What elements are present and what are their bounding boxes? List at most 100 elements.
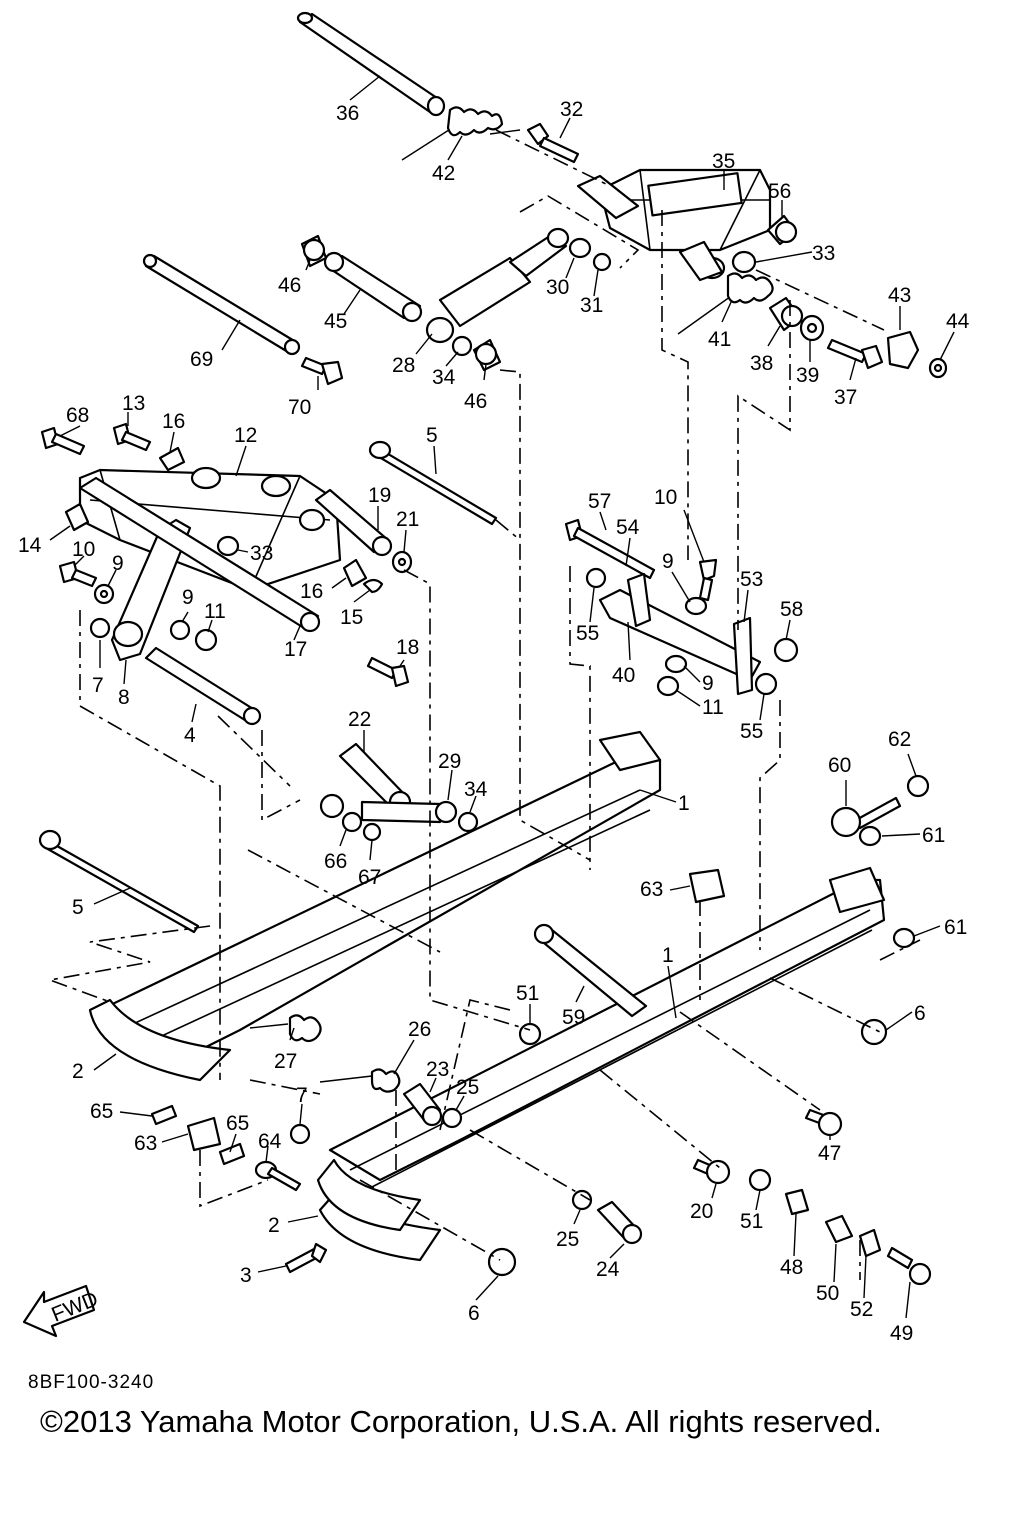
callout-3: 3 [240, 1264, 252, 1287]
washer-55-top [585, 567, 607, 589]
callout-63-top: 63 [640, 878, 663, 901]
callout-53: 53 [740, 568, 763, 591]
bolt-20 [692, 1158, 731, 1185]
washer-61-bottom [892, 927, 916, 949]
callout-40: 40 [612, 664, 635, 687]
callout-2-bottom: 2 [268, 1214, 280, 1237]
callout-33-top: 33 [812, 242, 835, 265]
slider-63-bottom [186, 1116, 222, 1152]
shaft-4 [144, 646, 262, 726]
rail-lower-left [88, 998, 232, 1082]
callout-10-left: 10 [72, 538, 95, 561]
callout-45: 45 [324, 310, 347, 333]
shock-absorber [425, 227, 570, 344]
plate-65-right [218, 1142, 246, 1166]
nut-6-bottom [487, 1247, 517, 1277]
callout-62: 62 [888, 728, 911, 751]
callout-25-top: 25 [456, 1076, 479, 1099]
collar-50 [824, 1214, 854, 1244]
rod-5-lower [38, 829, 200, 934]
callout-30: 30 [546, 276, 569, 299]
bracket-16-right [342, 558, 368, 588]
shaft-17 [78, 476, 321, 633]
bolt-60 [830, 796, 902, 838]
callout-58: 58 [780, 598, 803, 621]
callout-51-left: 51 [516, 982, 539, 1005]
callout-25-bottom: 25 [556, 1228, 579, 1251]
callout-11-right: 11 [702, 696, 724, 719]
washer-9-mid [169, 619, 191, 641]
callout-44: 44 [946, 310, 970, 333]
collar-23 [402, 1082, 443, 1127]
callout-21: 21 [396, 508, 419, 531]
bolt-64 [254, 1160, 302, 1192]
shaft-45 [323, 251, 423, 323]
callout-65-right: 65 [226, 1112, 249, 1135]
callout-54: 54 [616, 516, 640, 539]
part-code: 8BF100-3240 [28, 1372, 155, 1393]
spring-41 [677, 272, 774, 335]
callout-15: 15 [340, 606, 363, 629]
callout-55-top: 55 [576, 622, 599, 645]
callout-13: 13 [122, 392, 145, 415]
shaft-29 [360, 800, 458, 824]
callout-50: 50 [816, 1282, 839, 1305]
callout-56: 56 [768, 180, 791, 203]
washer-9-left [93, 583, 115, 605]
callout-7-low: 7 [296, 1084, 308, 1107]
callout-34-top: 34 [432, 366, 456, 389]
shaft-36 [296, 11, 446, 117]
callout-11-left: 11 [204, 600, 226, 623]
plate-52 [858, 1228, 882, 1258]
bolt-18 [366, 656, 410, 688]
spring-26 [319, 1068, 401, 1093]
arm-12 [78, 466, 342, 592]
bolt-49 [886, 1246, 932, 1286]
washer-25-bottom [571, 1189, 593, 1211]
callout-6-right: 6 [914, 1002, 926, 1025]
callout-10-right: 10 [654, 486, 677, 509]
leader-lines [49, 75, 955, 1319]
callout-39: 39 [796, 364, 819, 387]
guide-lines [46, 129, 921, 1280]
callout-61-bottom: 61 [944, 916, 967, 939]
callout-7-top: 7 [92, 674, 104, 697]
callout-4: 4 [184, 724, 196, 747]
collar-14 [64, 502, 90, 532]
bolt-47 [804, 1108, 843, 1137]
collar-66 [319, 793, 363, 833]
arm-40 [598, 572, 762, 682]
rail-lower-right [316, 1158, 442, 1262]
callout-37: 37 [834, 386, 857, 409]
nut-33-left [216, 535, 240, 557]
callout-5-top: 5 [426, 424, 438, 447]
washer-51-left [518, 1022, 542, 1046]
callout-5-lower: 5 [72, 896, 84, 919]
callout-57: 57 [588, 490, 611, 513]
callout-29: 29 [438, 750, 461, 773]
callout-9-left: 9 [112, 552, 124, 575]
rail-1-left [98, 730, 662, 1062]
callout-labels: 36 42 32 35 56 33 43 44 30 31 41 38 39 3… [18, 98, 970, 1345]
bracket-35 [576, 168, 772, 282]
callout-60: 60 [828, 754, 851, 777]
bushing-34-top [451, 335, 473, 357]
callout-66: 66 [324, 850, 347, 873]
parts-diagram: FWD [18, 11, 970, 1345]
callout-41: 41 [708, 328, 731, 351]
callout-51-right: 51 [740, 1210, 763, 1233]
callout-18: 18 [396, 636, 419, 659]
callout-2-top: 2 [72, 1060, 84, 1083]
bolt-10-right [698, 558, 718, 602]
callout-38: 38 [750, 352, 773, 375]
callout-67: 67 [358, 866, 381, 889]
callout-61-top: 61 [922, 824, 945, 847]
callout-36: 36 [336, 102, 359, 125]
nut-58 [773, 637, 799, 663]
callout-63-bottom: 63 [134, 1132, 157, 1155]
cap-48 [784, 1188, 810, 1216]
bushing-34-mid [457, 811, 479, 833]
shaft-69 [142, 253, 301, 356]
callout-42: 42 [432, 162, 455, 185]
callout-47: 47 [818, 1142, 841, 1165]
